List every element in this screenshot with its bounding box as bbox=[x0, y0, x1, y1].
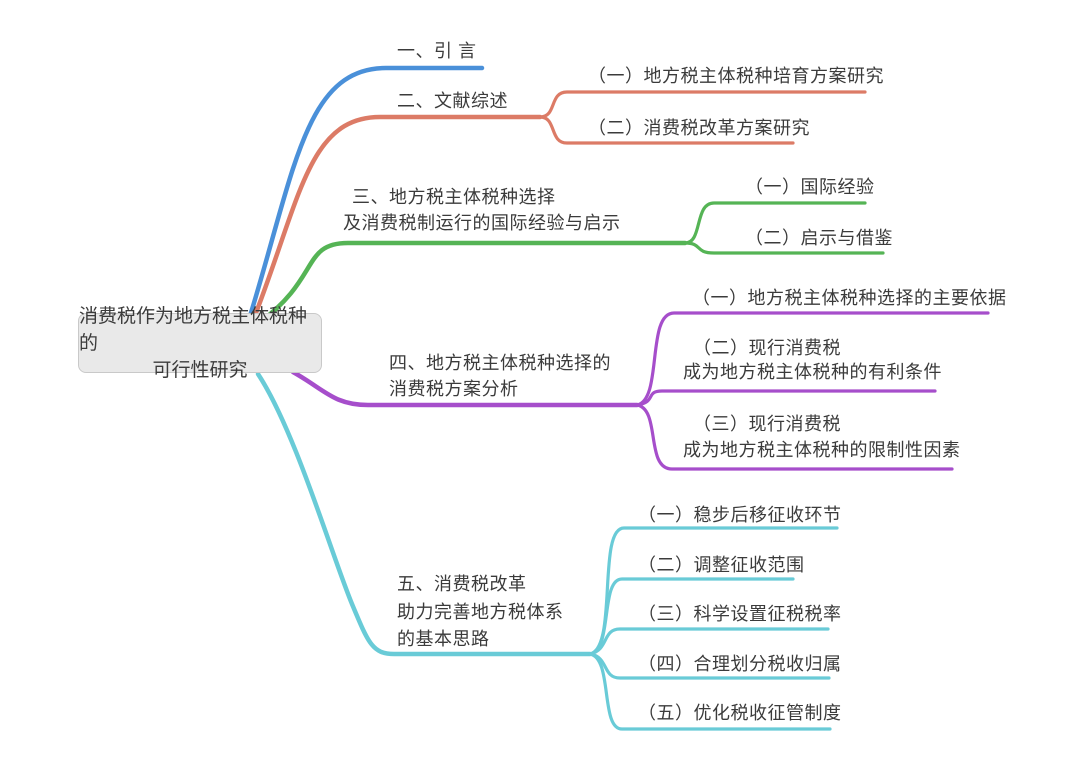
node-branch5-child4[interactable]: （四）合理划分税收归属 bbox=[638, 654, 842, 674]
node-branch3-line2[interactable]: 及消费税制运行的国际经验与启示 bbox=[343, 213, 621, 233]
node-branch5-line2[interactable]: 助力完善地方税体系 bbox=[397, 602, 564, 622]
node-branch5-child3[interactable]: （三）科学设置征税税率 bbox=[638, 604, 842, 624]
branch1-connector bbox=[247, 65, 485, 319]
node-branch4-line2[interactable]: 消费税方案分析 bbox=[389, 379, 519, 399]
node-branch3-child2[interactable]: （二）启示与借鉴 bbox=[745, 228, 893, 248]
node-branch5-child1[interactable]: （一）稳步后移征收环节 bbox=[638, 505, 842, 525]
node-branch3-child1[interactable]: （一）国际经验 bbox=[745, 177, 875, 197]
branch3-child2-connector bbox=[683, 241, 885, 255]
branch3-child1-connector bbox=[683, 201, 867, 245]
branch5-connector bbox=[255, 371, 593, 657]
branch2-child1-connector bbox=[538, 90, 867, 119]
node-branch1[interactable]: 一、引 言 bbox=[397, 41, 477, 61]
node-branch5-child2[interactable]: （二）调整征收范围 bbox=[638, 555, 805, 575]
root-node-line2: 可行性研究 bbox=[152, 359, 248, 381]
branch4-connector bbox=[290, 369, 640, 408]
branch2-connector bbox=[251, 114, 543, 321]
node-branch4-line1[interactable]: 四、地方税主体税种选择的 bbox=[389, 353, 611, 373]
branch4-child2-connector bbox=[635, 389, 937, 407]
node-branch4-child2-line2[interactable]: 成为地方税主体税种的有利条件 bbox=[683, 362, 942, 382]
node-branch4-child3-line2[interactable]: 成为地方税主体税种的限制性因素 bbox=[683, 440, 961, 460]
branch5-child5-connector bbox=[588, 652, 832, 731]
root-node-line1: 消费税作为地方税主体税种的 bbox=[79, 305, 308, 354]
node-branch5-child5[interactable]: （五）优化税收征管制度 bbox=[638, 703, 842, 723]
node-branch4-child1[interactable]: （一）地方税主体税种选择的主要依据 bbox=[692, 288, 1007, 308]
node-branch4-child2-line1[interactable]: （二）现行消费税 bbox=[693, 338, 841, 358]
node-branch2-child1[interactable]: （一）地方税主体税种培育方案研究 bbox=[588, 66, 884, 86]
branch2-child2-connector bbox=[538, 115, 795, 145]
node-branch2-child2[interactable]: （二）消费税改革方案研究 bbox=[588, 118, 810, 138]
root-node[interactable]: 消费税作为地方税主体税种的 可行性研究 bbox=[78, 306, 322, 381]
node-branch2[interactable]: 二、文献综述 bbox=[397, 91, 508, 111]
branch4-child3-connector bbox=[635, 403, 954, 471]
branch3-connector bbox=[257, 240, 688, 325]
branch5-child3-connector bbox=[588, 627, 830, 656]
node-branch4-child3-line1[interactable]: （三）现行消费税 bbox=[693, 414, 841, 434]
branch4-child1-connector bbox=[635, 311, 990, 407]
node-branch5-line1[interactable]: 五、消费税改革 bbox=[397, 574, 527, 594]
node-branch3-line1[interactable]: 三、地方税主体税种选择 bbox=[352, 187, 556, 207]
node-branch5-line3[interactable]: 的基本思路 bbox=[397, 629, 490, 649]
branch5-child1-connector bbox=[588, 526, 839, 656]
